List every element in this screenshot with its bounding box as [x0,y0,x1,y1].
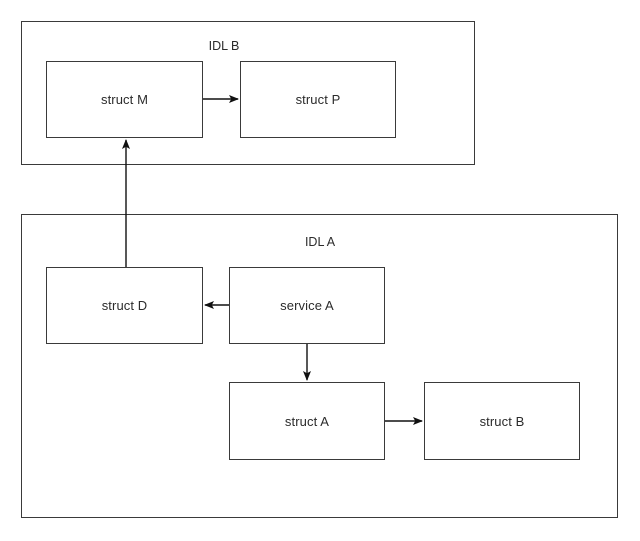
node-label-struct-d: struct D [101,298,148,313]
node-label-struct-m: struct M [100,92,149,107]
container-idl-a[interactable] [21,214,618,518]
container-label-idl-b: IDL B [208,38,240,53]
node-label-struct-a: struct A [284,413,330,429]
node-label-service-a: service A [280,298,334,313]
node-struct-d[interactable]: struct D [46,267,203,344]
node-label-struct-b: struct B [479,413,525,429]
container-idl-b[interactable] [21,21,475,165]
node-service-a[interactable]: service A [229,267,385,344]
node-struct-a[interactable]: struct A [229,382,385,460]
node-label-struct-p: struct P [295,92,341,107]
node-struct-p[interactable]: struct P [240,61,396,138]
node-struct-b[interactable]: struct B [424,382,580,460]
container-label-idl-a: IDL A [304,234,336,249]
node-struct-m[interactable]: struct M [46,61,203,138]
